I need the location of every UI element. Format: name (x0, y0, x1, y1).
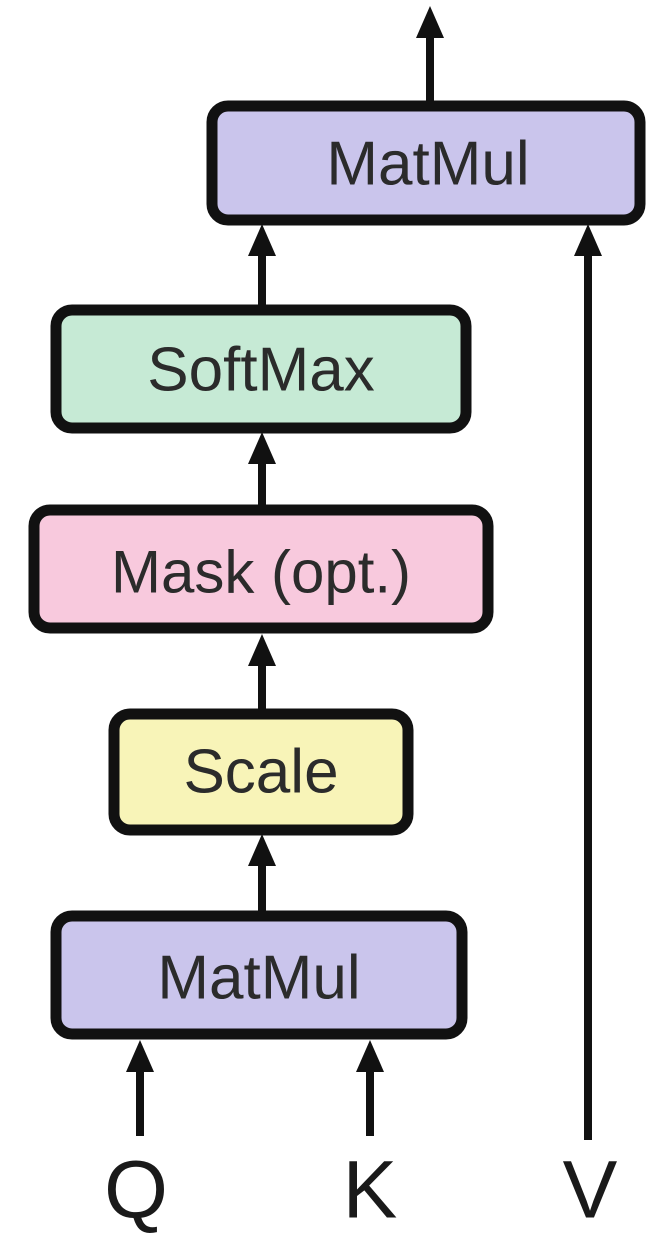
input-v-label: V (563, 1145, 618, 1236)
node-mask-label: Mask (opt.) (111, 539, 411, 606)
edge-v-to-matmul-top (574, 224, 602, 1140)
input-q-label: Q (104, 1145, 168, 1236)
node-mask: Mask (opt.) (28, 504, 494, 634)
node-scale: Scale (108, 708, 414, 836)
node-softmax-label: SoftMax (147, 336, 374, 405)
node-matmul-top-box (206, 100, 646, 226)
inputs: Q K V (104, 1145, 618, 1236)
node-matmul-top: MatMul (206, 100, 646, 226)
input-k-label: K (343, 1145, 398, 1236)
edge-matmul-top-to-output (416, 6, 444, 104)
edge-matmul-bottom-to-scale (248, 834, 276, 914)
node-matmul-top-label: MatMul (326, 130, 529, 199)
node-softmax-box (50, 304, 472, 434)
node-matmul-bottom: MatMul (50, 910, 468, 1040)
node-softmax: SoftMax (50, 304, 472, 434)
edge-k-to-matmul-bottom (356, 1040, 384, 1136)
node-matmul-bottom-label: MatMul (157, 944, 360, 1013)
edge-q-to-matmul-bottom (126, 1040, 154, 1136)
node-matmul-bottom-box (50, 910, 468, 1040)
edge-scale-to-mask (248, 634, 276, 712)
node-scale-label: Scale (183, 738, 338, 807)
edges (126, 6, 602, 1140)
edge-mask-to-softmax (248, 432, 276, 508)
node-scale-box (108, 708, 414, 836)
edge-softmax-to-matmul-top (248, 224, 276, 308)
node-mask-box (28, 504, 494, 634)
